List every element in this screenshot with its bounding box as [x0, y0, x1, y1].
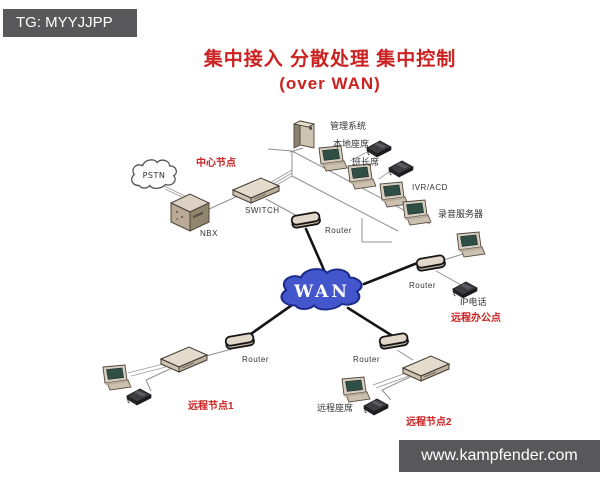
remote-office-computer-icon	[456, 231, 486, 258]
diagram-title: 集中接入 分散处理 集中控制 (over WAN)	[150, 44, 510, 94]
remote-node2-router-label: Router	[353, 355, 381, 364]
management-system-label: 管理系统	[330, 121, 367, 131]
top-left-watermark-badge: TG: MYYJJPP	[3, 9, 137, 37]
ip-phone-label: IP电话	[460, 297, 487, 307]
remote-seat-computer-icon	[341, 376, 371, 403]
wan-links	[246, 227, 422, 338]
remote-node2-phone-icon	[363, 398, 389, 416]
switch-label: SWITCH	[245, 206, 280, 215]
remote-office-router-icon	[415, 253, 447, 273]
remote-node2-router-icon	[378, 331, 410, 351]
title-line2: (over WAN)	[279, 74, 381, 93]
management-server-icon	[293, 120, 315, 149]
remote-node1-computer-icon	[102, 364, 132, 391]
remote-seat-label: 远程座席	[317, 403, 354, 413]
supervisor-seat-phone-icon	[388, 160, 414, 178]
supervisor-seat-label: 班长席	[352, 157, 380, 167]
remote-node1-router-label: Router	[242, 355, 270, 364]
ivr-acd-label: IVR/ACD	[412, 183, 448, 192]
wan-label: WAN	[293, 282, 350, 302]
center-zone-label: 中心节点	[196, 158, 236, 169]
pstn-label: PSTN	[143, 171, 166, 180]
nbx-label: NBX	[200, 229, 218, 238]
remote-node1-phone-icon	[126, 388, 152, 406]
remote-node2-zone-label: 远程节点2	[406, 417, 452, 428]
title-line1: 集中接入 分散处理 集中控制	[203, 49, 457, 70]
bottom-right-watermark-badge: www.kampfender.com	[399, 440, 600, 472]
remote-node1-switch-icon	[160, 346, 208, 373]
remote-node1-router-icon	[224, 331, 256, 351]
recording-server-computer-icon	[402, 199, 432, 226]
remote-office-zone-label: 远程办公点	[451, 313, 501, 324]
local-seat-label: 本地座席	[333, 139, 370, 149]
remote-office-router-label: Router	[409, 281, 437, 290]
center-router-label: Router	[325, 226, 353, 235]
nbx-pbx-icon	[170, 193, 210, 232]
center-router-icon	[290, 210, 322, 230]
recording-server-label: 录音服务器	[438, 209, 484, 219]
remote-node1-zone-label: 远程节点1	[188, 401, 234, 412]
